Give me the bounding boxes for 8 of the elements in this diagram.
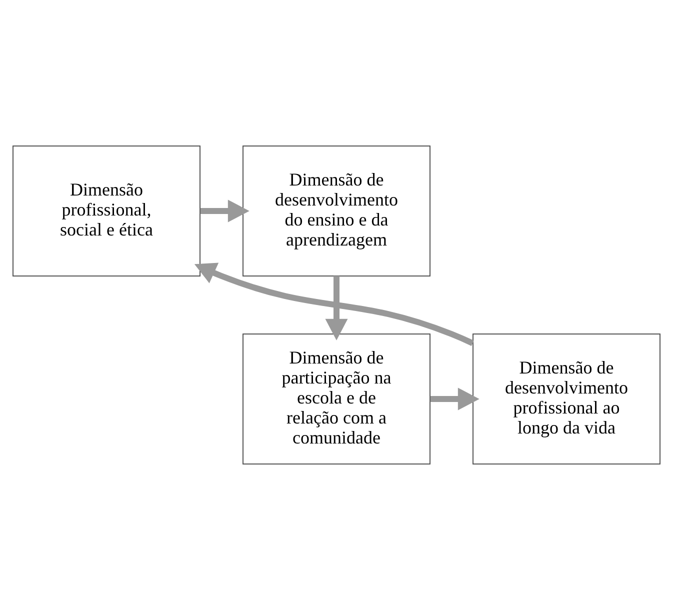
node-box: Dimensão profissional, social e ética bbox=[12, 146, 200, 276]
arrow bbox=[430, 388, 480, 410]
arrow bbox=[194, 262, 474, 346]
node-box: Dimensão de desenvolvimento do ensino e da aprendizagem bbox=[242, 146, 430, 276]
node-box: Dimensão de desenvolvimento profissional ao longo da vida bbox=[472, 334, 660, 464]
arrow bbox=[325, 276, 348, 340]
node-box: Dimensão de participação na escola e de relação com a comunidade bbox=[242, 334, 430, 464]
arrow bbox=[200, 200, 250, 222]
